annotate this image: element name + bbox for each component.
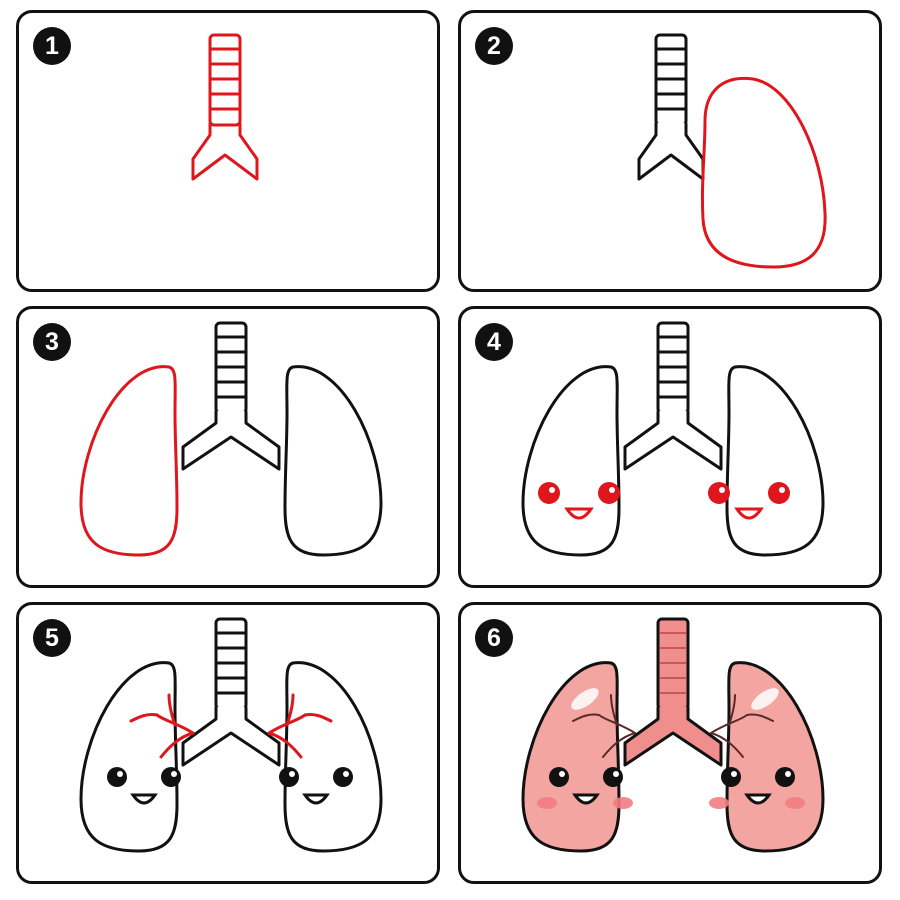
step-panel-5: 5: [16, 602, 440, 884]
step-number-badge: 5: [33, 619, 71, 657]
step-panel-1: 1: [16, 10, 440, 292]
step-panel-2: 2: [458, 10, 882, 292]
step-panel-6: 6: [458, 602, 882, 884]
step-number-badge: 1: [33, 27, 71, 65]
step-number-badge: 6: [475, 619, 513, 657]
step-number-badge: 3: [33, 323, 71, 361]
step-panel-3: 3: [16, 306, 440, 588]
step-number-badge: 2: [475, 27, 513, 65]
trachea-sketch: [191, 33, 259, 181]
lungs-outline-sketch: [79, 321, 383, 557]
lungs-with-faces-sketch: [521, 321, 825, 557]
lungs-with-veins-sketch: [79, 617, 383, 853]
trachea-and-right-lung-sketch: [637, 33, 827, 269]
colored-lungs-drawing: [521, 617, 825, 853]
step-panel-4: 4: [458, 306, 882, 588]
step-number-badge: 4: [475, 323, 513, 361]
